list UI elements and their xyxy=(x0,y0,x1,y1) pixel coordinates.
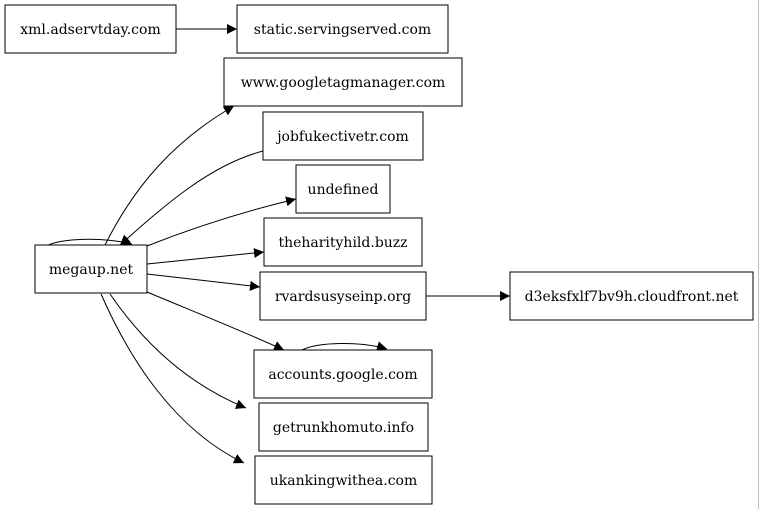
edge-megaup-to-accounts-google xyxy=(146,291,285,351)
node-theharityhild: theharityhild.buzz xyxy=(263,217,423,267)
node-cloudfront: d3eksfxlf7bv9h.cloudfront.net xyxy=(509,271,754,321)
edge-megaup-to-theharityhild xyxy=(146,248,265,265)
node-label: www.googletagmanager.com xyxy=(241,75,446,91)
node-googletagmanager: www.googletagmanager.com xyxy=(223,57,463,107)
edge-jobfukectivetr-to-megaup xyxy=(119,150,264,246)
node-accounts-google: accounts.google.com xyxy=(253,349,433,399)
node-megaup: megaup.net xyxy=(34,244,148,294)
node-label: xml.adservtday.com xyxy=(20,22,160,38)
node-ukankingwithea: ukankingwithea.com xyxy=(254,455,433,505)
node-label: undefined xyxy=(308,182,379,198)
node-label: ukankingwithea.com xyxy=(270,473,418,489)
node-label: accounts.google.com xyxy=(268,367,417,383)
node-label: d3eksfxlf7bv9h.cloudfront.net xyxy=(525,289,739,305)
node-xml-adservtday: xml.adservtday.com xyxy=(4,4,177,54)
edge-megaup-to-ukankingwithea xyxy=(100,293,245,464)
node-label: megaup.net xyxy=(49,262,134,278)
edge-megaup-to-rvardsusyseinp xyxy=(146,273,261,291)
node-label: jobfukectivetr.com xyxy=(275,129,409,145)
edge-megaup-to-googletagmanager xyxy=(104,105,235,246)
node-static-servingserved: static.servingserved.com xyxy=(236,4,449,54)
node-label: static.servingserved.com xyxy=(254,22,431,38)
edge-accounts-google-self-loop xyxy=(301,341,388,351)
node-label: theharityhild.buzz xyxy=(278,235,407,251)
edge-megaup-to-getrunkhomuto xyxy=(109,293,247,409)
node-jobfukectivetr: jobfukectivetr.com xyxy=(262,111,424,161)
node-label: getrunkhomuto.info xyxy=(273,420,414,436)
node-rvardsusyseinp: rvardsusyseinp.org xyxy=(259,271,427,321)
node-label: rvardsusyseinp.org xyxy=(275,289,411,305)
node-getrunkhomuto: getrunkhomuto.info xyxy=(258,402,429,452)
edge-megaup-to-undefined xyxy=(146,196,297,247)
node-undefined: undefined xyxy=(295,164,391,214)
